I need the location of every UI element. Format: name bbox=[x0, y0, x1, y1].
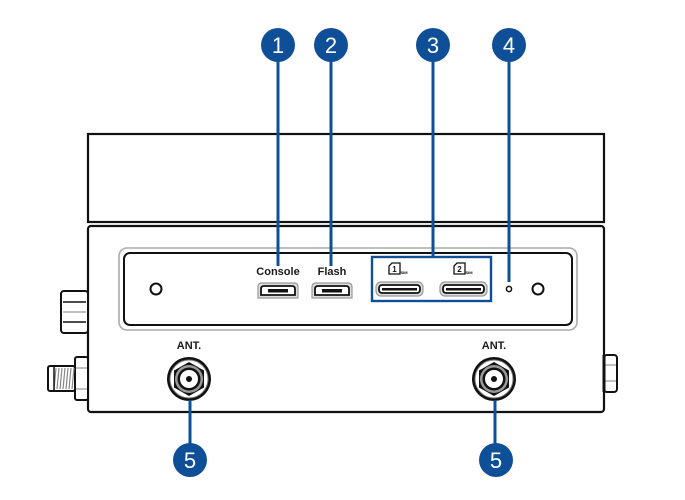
callout-3: 3 bbox=[416, 28, 450, 62]
antenna-right-connector[interactable] bbox=[472, 357, 516, 401]
svg-text:5: 5 bbox=[490, 448, 502, 473]
right-screw-hole bbox=[531, 282, 545, 296]
svg-text:5: 5 bbox=[184, 448, 196, 473]
antenna-right-label: ANT. bbox=[482, 340, 506, 352]
svg-text:SIM: SIM bbox=[465, 270, 473, 275]
callout-1: 1 bbox=[261, 28, 295, 62]
left-side-knob bbox=[60, 290, 89, 334]
antenna-left-connector[interactable] bbox=[167, 357, 211, 401]
svg-text:3: 3 bbox=[427, 33, 439, 58]
svg-text:2: 2 bbox=[325, 33, 337, 58]
flash-label: Flash bbox=[318, 266, 347, 278]
top-housing bbox=[86, 132, 606, 224]
callout-5-right: 5 bbox=[479, 443, 513, 477]
callout-4: 4 bbox=[492, 28, 526, 62]
svg-text:4: 4 bbox=[503, 33, 515, 58]
left-side-connector bbox=[47, 356, 89, 401]
sim1-slot[interactable] bbox=[375, 281, 424, 297]
svg-text:SIM: SIM bbox=[400, 270, 408, 275]
reset-pinhole[interactable] bbox=[505, 285, 513, 293]
console-label: Console bbox=[256, 266, 299, 278]
flash-port[interactable] bbox=[311, 282, 353, 299]
left-screw-hole bbox=[149, 282, 163, 296]
right-side-knob bbox=[602, 354, 618, 393]
sim1-icon: 1 SIM bbox=[388, 262, 408, 275]
svg-text:2: 2 bbox=[457, 265, 462, 274]
antenna-left-label: ANT. bbox=[177, 340, 201, 352]
sim2-icon: 2 SIM bbox=[453, 262, 473, 275]
callout-5-left: 5 bbox=[173, 443, 207, 477]
svg-text:1: 1 bbox=[272, 33, 284, 58]
console-port[interactable] bbox=[257, 282, 299, 299]
sim2-slot[interactable] bbox=[439, 281, 488, 297]
callout-leaders bbox=[188, 55, 511, 450]
svg-text:1: 1 bbox=[392, 265, 397, 274]
callout-2: 2 bbox=[314, 28, 348, 62]
